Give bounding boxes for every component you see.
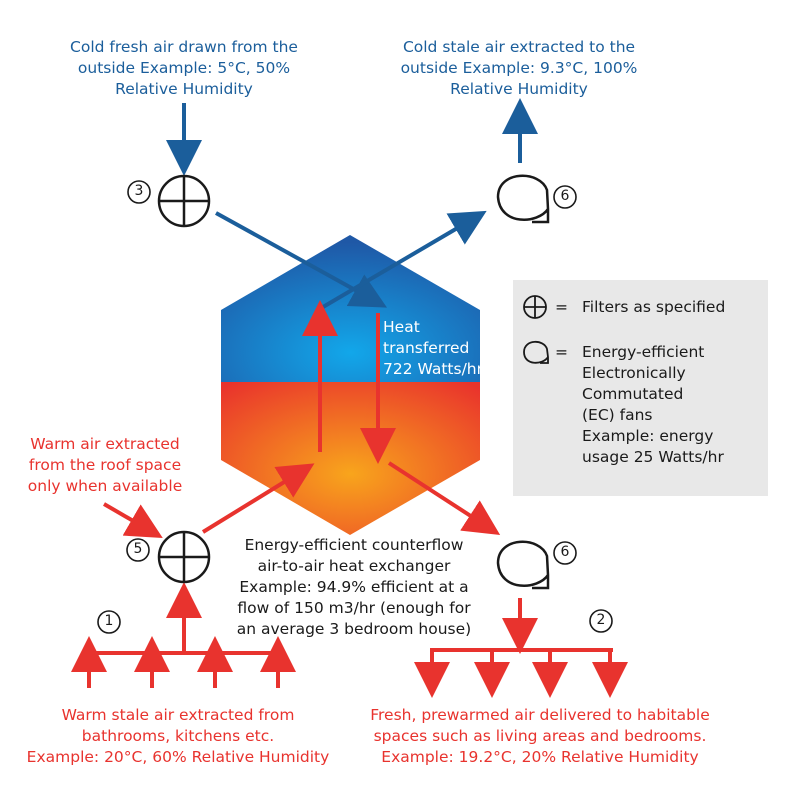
label-cold-fresh-air: Cold fresh air drawn from the outside Ex… — [70, 38, 298, 98]
fan-icon — [496, 540, 550, 590]
arrow-filter-to-exchanger — [201, 463, 315, 534]
heat-exchanger-hexagon — [221, 235, 480, 535]
hexagon-warm-half — [221, 382, 480, 535]
arrow-roof-air — [102, 502, 163, 539]
label-fresh-prewarmed-air: Fresh, prewarmed air delivered to habita… — [370, 706, 710, 766]
arrow-to-exchanger — [215, 211, 387, 308]
legend-fan-text: Energy-efficient Electronically Commutat… — [582, 343, 724, 466]
legend-filter-equals: = — [555, 298, 568, 316]
number-circles — [97, 180, 613, 634]
number-circle-1 — [97, 610, 121, 634]
number-circle-6-bottom — [553, 541, 577, 565]
red-airflow-arrows — [102, 300, 538, 654]
label-warm-stale-air: Warm stale air extracted from bathrooms,… — [26, 706, 330, 766]
number-6-bottom: 6 — [560, 544, 570, 560]
label-heat-exchanger: Energy-efficient counterflow air-to-air … — [236, 536, 472, 638]
extract-manifold — [71, 636, 296, 688]
number-circle-2 — [589, 609, 613, 633]
legend-filter-text: Filters as specified — [582, 298, 726, 316]
label-heat-transferred: Heat transferred 722 Watts/hr — [383, 318, 483, 378]
number-2: 2 — [596, 612, 606, 628]
number-5: 5 — [133, 541, 143, 557]
number-1: 1 — [104, 613, 114, 629]
number-6-top: 6 — [560, 188, 570, 204]
filter-icon — [523, 295, 547, 319]
arrow-to-exhaust-fan — [321, 210, 487, 309]
legend-box — [513, 280, 768, 496]
fan-icon — [523, 340, 549, 364]
number-3: 3 — [134, 183, 144, 199]
number-circle-6-top — [553, 185, 577, 209]
label-roof-air: Warm air extracted from the roof space o… — [27, 435, 183, 495]
filter-icon — [157, 530, 211, 584]
label-cold-stale-air: Cold stale air extracted to the outside … — [400, 38, 638, 98]
supply-manifold — [414, 648, 628, 698]
blue-airflow-arrows — [166, 98, 538, 309]
arrow-to-supply-fan — [387, 461, 501, 536]
number-circle-3 — [127, 180, 151, 204]
fan-icon — [496, 174, 550, 224]
hexagon-cold-half — [221, 235, 480, 382]
number-circle-5 — [126, 538, 150, 562]
legend-fan-equals: = — [555, 343, 568, 361]
filter-icon — [157, 174, 211, 228]
